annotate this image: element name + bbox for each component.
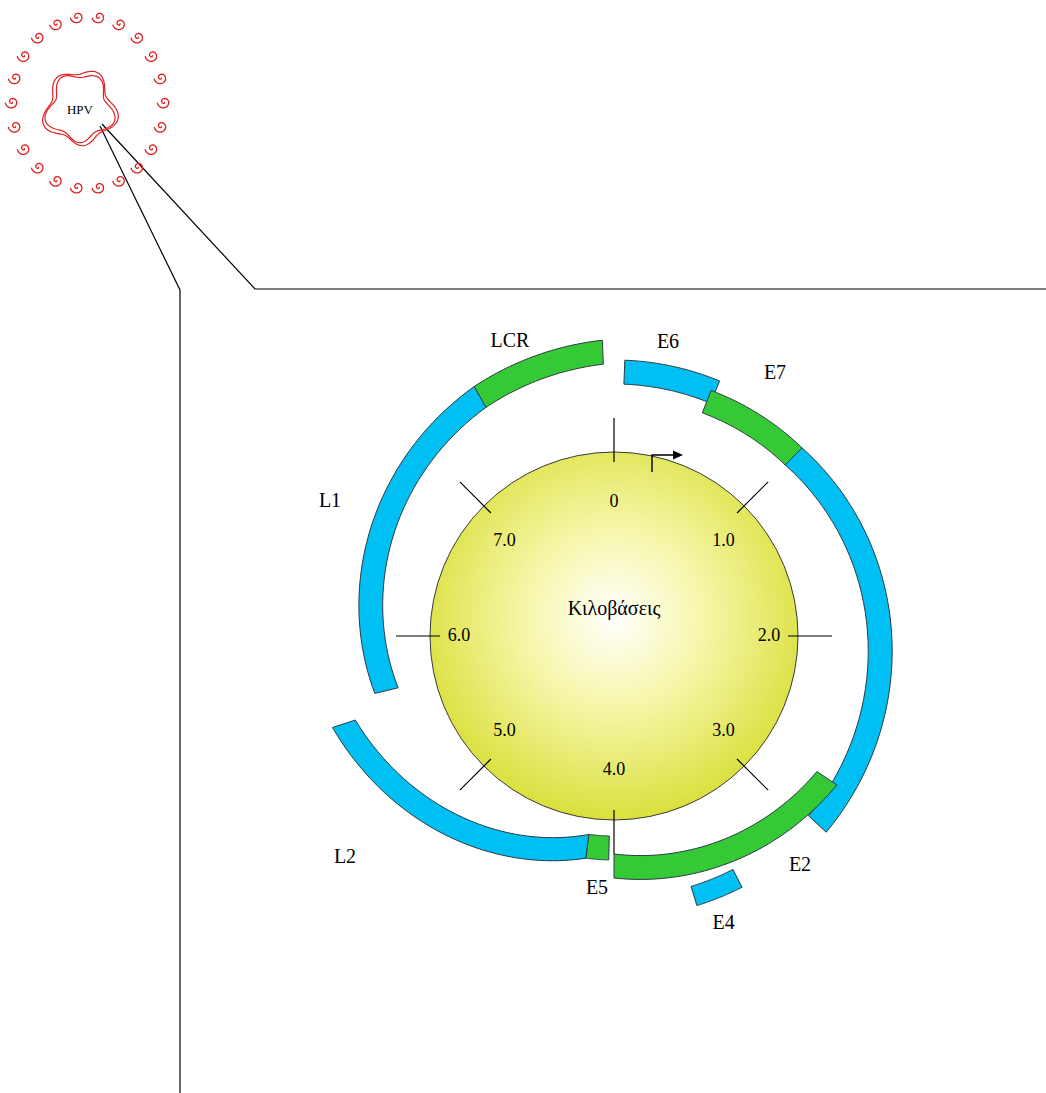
gene-label: E6 xyxy=(657,330,679,352)
zoom-line xyxy=(100,126,180,1093)
gene-label: E5 xyxy=(586,876,608,898)
virus-particle xyxy=(5,13,169,193)
gene-label: E2 xyxy=(789,853,811,875)
kb-tick xyxy=(613,810,614,854)
genome-circle-outline xyxy=(430,452,798,820)
promoter-arrow xyxy=(652,455,674,472)
capsomer-spiral xyxy=(17,145,29,154)
capsomer-spiral xyxy=(131,163,143,172)
capsomer-spiral xyxy=(50,177,62,186)
kb-tick xyxy=(737,759,768,790)
promoter-arrowhead xyxy=(673,451,683,460)
kb-tick xyxy=(613,418,614,462)
gene-label: E7 xyxy=(764,361,786,383)
gene-label: E4 xyxy=(712,911,734,933)
kb-number: 2.0 xyxy=(758,626,781,646)
capsomer-spiral xyxy=(17,52,29,61)
gene-e6 xyxy=(624,360,720,403)
gene-e1 xyxy=(785,448,892,832)
axis-unit: Κιλοβάσεις xyxy=(568,597,661,620)
capsomer-spiral xyxy=(154,74,166,83)
zoom-line xyxy=(102,124,1046,289)
capsomer-spiral xyxy=(157,98,169,107)
kb-number: 0 xyxy=(610,492,619,512)
gene-label: L2 xyxy=(334,845,356,867)
gene-label: L1 xyxy=(319,489,341,511)
kb-tick xyxy=(396,635,440,636)
kb-tick xyxy=(460,759,491,790)
gene-map xyxy=(332,340,892,905)
kb-tick xyxy=(737,482,768,513)
capsomer-spiral xyxy=(5,98,17,107)
capsomer-spiral xyxy=(31,33,43,42)
kb-number: 3.0 xyxy=(712,721,735,741)
capsomer-spiral xyxy=(70,13,82,22)
capsomer-spiral xyxy=(145,145,157,154)
viral-dna xyxy=(43,71,119,145)
capsomer-spiral xyxy=(145,52,157,61)
capsomer-spiral xyxy=(50,20,62,29)
capsomer-spiral xyxy=(31,163,43,172)
gene-e4 xyxy=(691,869,742,905)
gene-label: LCR xyxy=(491,329,530,351)
capsomer-spiral xyxy=(113,177,125,186)
capsomer-spiral xyxy=(154,123,166,132)
gene-e5 xyxy=(586,834,609,860)
kb-tick xyxy=(788,635,832,636)
capsomer-spiral xyxy=(92,13,104,22)
capsomer-spiral xyxy=(131,33,143,42)
kb-number: 5.0 xyxy=(493,721,516,741)
kb-number: 4.0 xyxy=(603,760,626,780)
kb-number: 1.0 xyxy=(712,531,735,551)
kb-number: 7.0 xyxy=(493,531,516,551)
capsomer-spiral xyxy=(70,184,82,193)
zoom-lines xyxy=(100,124,1046,1093)
kb-tick xyxy=(460,482,491,513)
virus-genome: HPV xyxy=(65,100,96,120)
capsomer-spiral xyxy=(113,20,125,29)
kb-number: 6.0 xyxy=(448,626,471,646)
capsomer-spiral xyxy=(92,184,104,193)
virus-name: HPV xyxy=(67,102,93,117)
capsomer-spiral xyxy=(8,123,20,132)
gene-e7 xyxy=(702,391,802,465)
capsomer-spiral xyxy=(8,74,20,83)
